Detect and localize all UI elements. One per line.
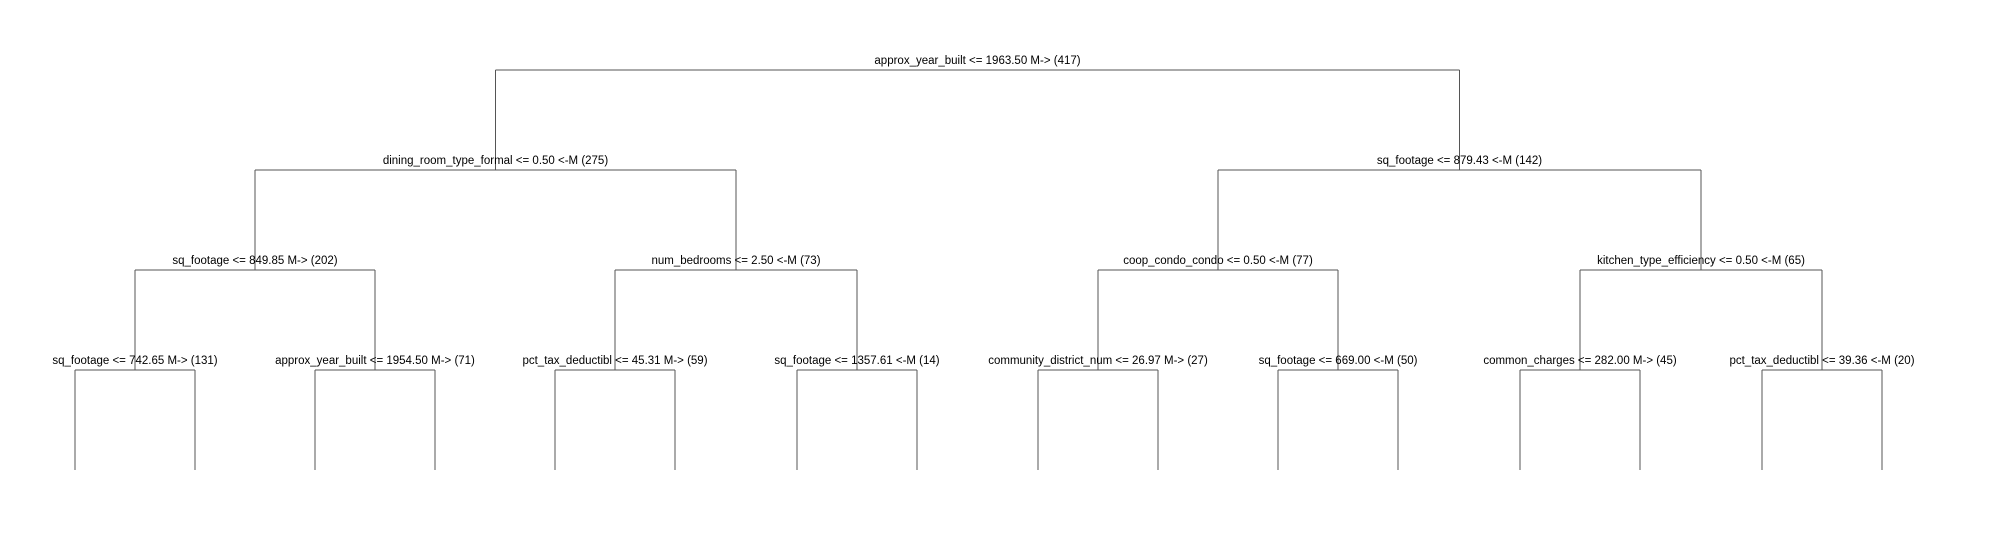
node-label-n7: sq_footage <= 742.65 M-> (131): [52, 355, 217, 367]
node-label-n5: coop_condo_condo <= 0.50 <-M (77): [1123, 255, 1313, 267]
node-label-n12: sq_footage <= 669.00 <-M (50): [1259, 355, 1418, 367]
node-label-n2: sq_footage <= 879.43 <-M (142): [1377, 155, 1542, 167]
node-label-n8: approx_year_built <= 1954.50 M-> (71): [275, 355, 475, 367]
node-label-n9: pct_tax_deductibl <= 45.31 M-> (59): [522, 355, 707, 367]
node-label-n1: dining_room_type_formal <= 0.50 <-M (275…: [383, 155, 609, 167]
tree-labels: approx_year_built <= 1963.50 M-> (417) di…: [52, 55, 1914, 367]
tree-edges: [74, 69, 1883, 470]
node-label-n10: sq_footage <= 1357.61 <-M (14): [774, 355, 939, 367]
node-label-n11: community_district_num <= 26.97 M-> (27): [988, 355, 1208, 367]
node-label-n4: num_bedrooms <= 2.50 <-M (73): [651, 255, 820, 267]
node-label-n3: sq_footage <= 849.85 M-> (202): [172, 255, 337, 267]
node-label-n0: approx_year_built <= 1963.50 M-> (417): [874, 55, 1080, 67]
node-label-n14: pct_tax_deductibl <= 39.36 <-M (20): [1729, 355, 1914, 367]
node-label-n13: common_charges <= 282.00 M-> (45): [1483, 355, 1677, 367]
node-label-n6: kitchen_type_efficiency <= 0.50 <-M (65): [1597, 255, 1805, 267]
